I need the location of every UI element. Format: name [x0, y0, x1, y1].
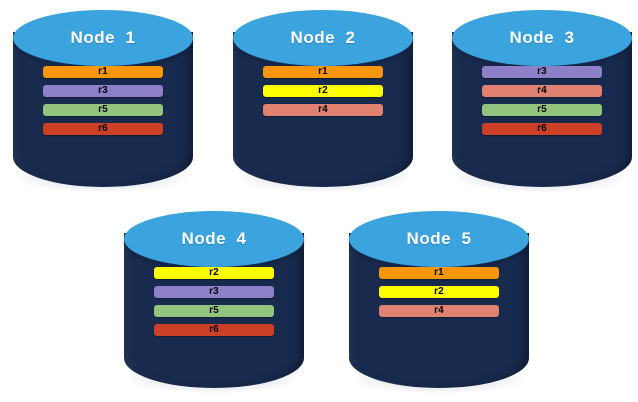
shard-label: r1 — [434, 267, 444, 278]
shard-bar[interactable]: r4 — [263, 104, 383, 116]
shard-bar[interactable]: r6 — [43, 123, 163, 135]
shard-bar[interactable]: r1 — [43, 66, 163, 78]
shard-label: r3 — [209, 286, 219, 297]
shard-label: r6 — [209, 324, 219, 335]
cylinder-top-disc — [452, 10, 632, 66]
shard-bar[interactable]: r5 — [482, 104, 602, 116]
shard-bar[interactable]: r5 — [154, 305, 274, 317]
shard-label: r2 — [209, 267, 219, 278]
shard-label: r5 — [537, 104, 547, 115]
shard-bar[interactable]: r6 — [154, 324, 274, 336]
shard-label: r6 — [98, 123, 108, 134]
shard-bar[interactable]: r4 — [379, 305, 499, 317]
shard-label: r4 — [434, 305, 444, 316]
shard-list: r1 r2 r4 — [379, 267, 499, 324]
shard-bar[interactable]: r3 — [154, 286, 274, 298]
shard-list: r1 r3 r5 r6 — [43, 66, 163, 142]
shard-bar[interactable]: r6 — [482, 123, 602, 135]
shard-bar[interactable]: r5 — [43, 104, 163, 116]
shard-label: r2 — [434, 286, 444, 297]
cylinder-top-disc — [13, 10, 193, 66]
shard-label: r5 — [98, 104, 108, 115]
shard-label: r3 — [537, 66, 547, 77]
shard-label: r4 — [537, 85, 547, 96]
shard-bar[interactable]: r2 — [379, 286, 499, 298]
shard-list: r1 r2 r4 — [263, 66, 383, 123]
shard-list: r2 r3 r5 r6 — [154, 267, 274, 343]
shard-bar[interactable]: r2 — [263, 85, 383, 97]
shard-label: r2 — [318, 85, 328, 96]
cylinder-top-disc — [124, 211, 304, 267]
shard-bar[interactable]: r3 — [43, 85, 163, 97]
shard-label: r1 — [318, 66, 328, 77]
shard-label: r6 — [537, 123, 547, 134]
shard-label: r1 — [98, 66, 108, 77]
shard-bar[interactable]: r3 — [482, 66, 602, 78]
shard-label: r4 — [318, 104, 328, 115]
shard-label: r3 — [98, 85, 108, 96]
shard-bar[interactable]: r2 — [154, 267, 274, 279]
shard-label: r5 — [209, 305, 219, 316]
cylinder-top-disc — [349, 211, 529, 267]
shard-bar[interactable]: r1 — [263, 66, 383, 78]
shard-list: r3 r4 r5 r6 — [482, 66, 602, 142]
cylinder-top-disc — [233, 10, 413, 66]
shard-bar[interactable]: r4 — [482, 85, 602, 97]
shard-bar[interactable]: r1 — [379, 267, 499, 279]
